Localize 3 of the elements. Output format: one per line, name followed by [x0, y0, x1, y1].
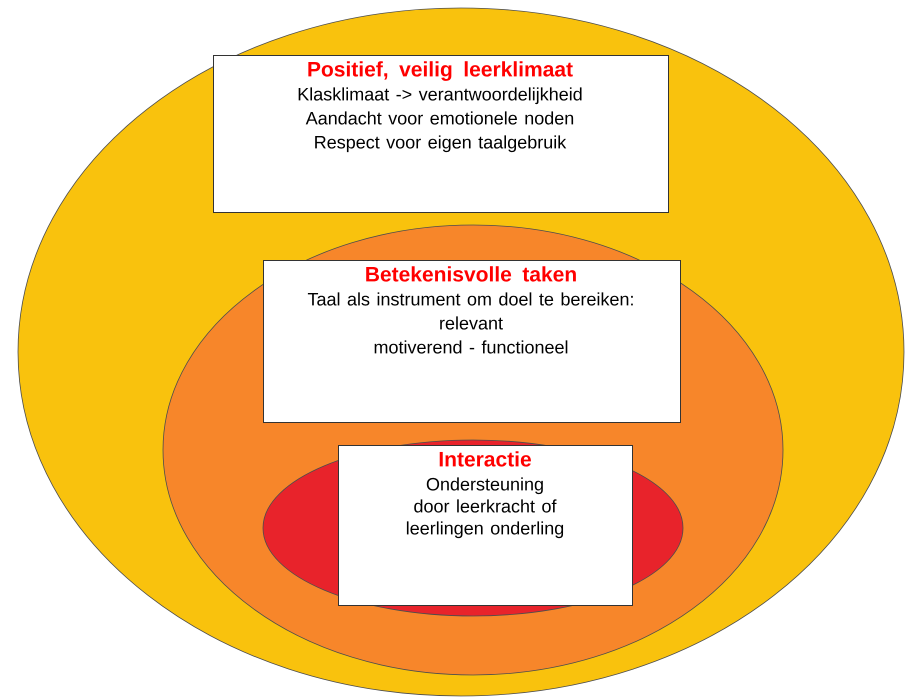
text-box: Positief, veilig leerklimaat Klasklimaat -> verantwoordelijkheid Aandacht voor emotionele noden Respect voor eigen taalgebruik: [213, 55, 669, 213]
text-box: Betekenisvolle taken Taal als instrument om doel te bereiken: relevant motiverend - functioneel: [263, 260, 681, 423]
text-box: Interactie Ondersteuning door leerkracht of leerlingen onderling: [338, 445, 633, 606]
